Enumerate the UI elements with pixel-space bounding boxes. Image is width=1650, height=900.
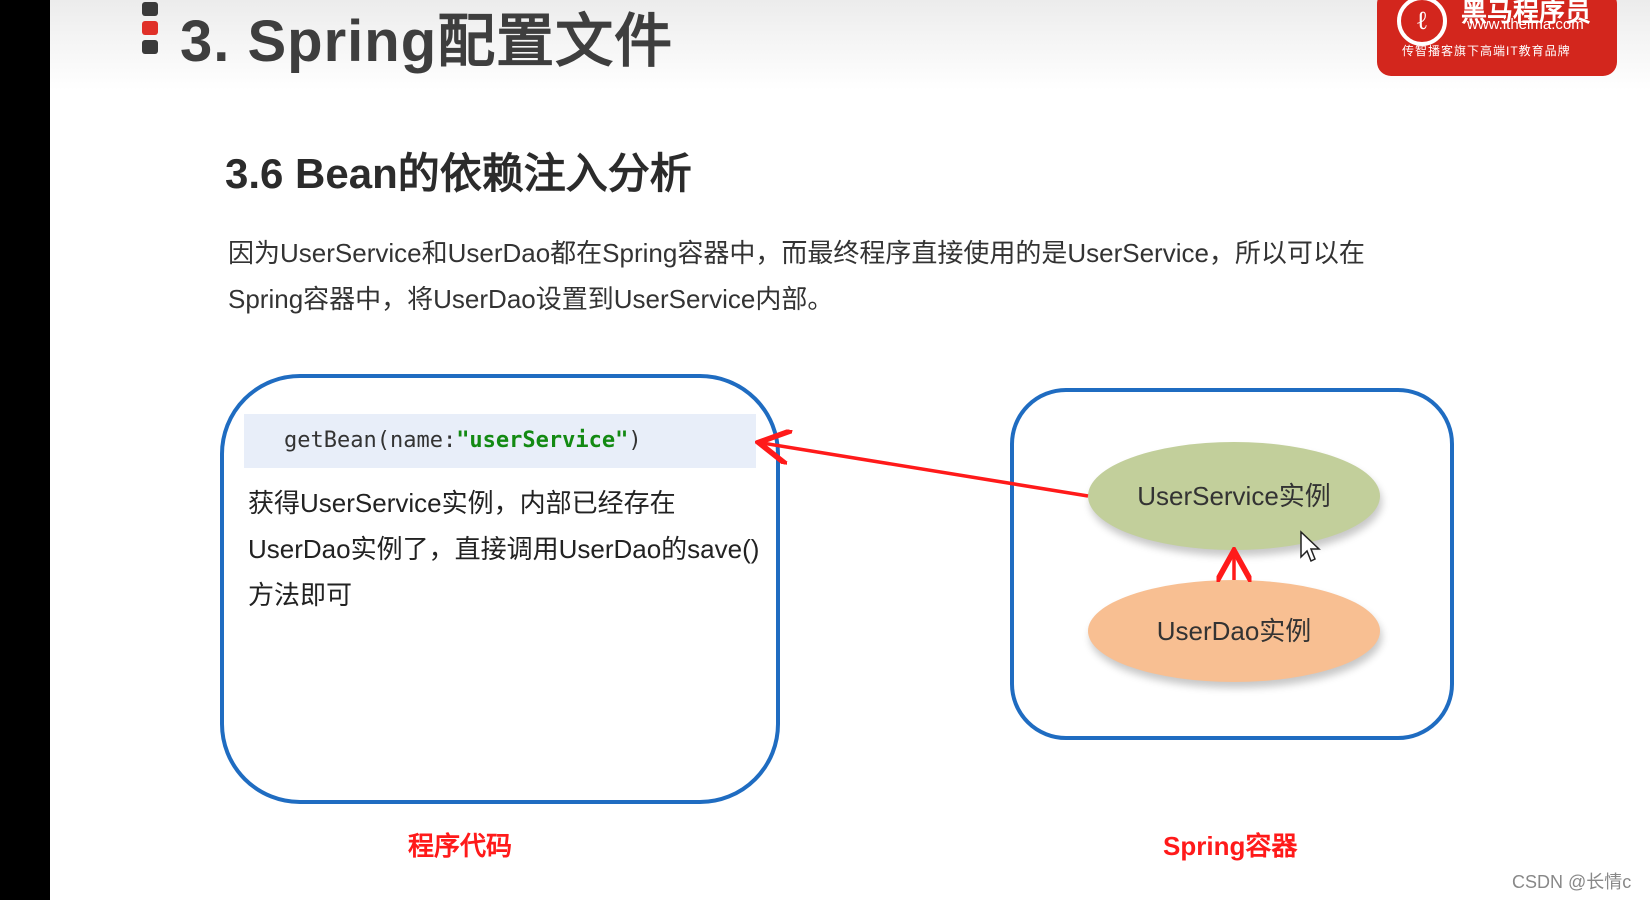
bullet-block bbox=[142, 40, 158, 54]
bullet-block bbox=[142, 2, 158, 16]
userdao-instance-node: UserDao实例 bbox=[1088, 580, 1380, 682]
code-string: "userService" bbox=[456, 428, 629, 453]
program-code-box bbox=[220, 374, 780, 804]
section-paragraph: 因为UserService和UserDao都在Spring容器中，而最终程序直接… bbox=[228, 238, 1365, 314]
code-snippet: getBean(name:"userService") bbox=[244, 414, 756, 468]
csdn-watermark: CSDN @长情c bbox=[1512, 872, 1632, 892]
brand-logo: ℓ 黑马程序员 www.itheima.com 传智播客旗下高端IT教育品牌 bbox=[1377, 0, 1617, 76]
program-description: 获得UserService实例，内部已经存在UserDao实例了，直接调用Use… bbox=[248, 488, 760, 610]
title-bullet-icon bbox=[142, 2, 158, 59]
spring-container-box bbox=[1010, 388, 1454, 740]
program-code-caption: 程序代码 bbox=[408, 831, 513, 861]
code-suffix: ) bbox=[628, 428, 642, 453]
userservice-instance-node: UserService实例 bbox=[1088, 442, 1380, 550]
logo-emblem-icon: ℓ bbox=[1397, 0, 1447, 46]
spring-container-caption: Spring容器 bbox=[1163, 831, 1298, 861]
logo-slogan: 传智播客旗下高端IT教育品牌 bbox=[1402, 44, 1571, 58]
slide-title: 3. Spring配置文件 bbox=[180, 9, 674, 74]
code-prefix: getBean(name: bbox=[284, 428, 457, 453]
logo-name: 黑马程序员 bbox=[1461, 0, 1592, 27]
section-subtitle: 3.6 Bean的依赖注入分析 bbox=[225, 150, 692, 197]
bullet-block bbox=[142, 21, 158, 35]
logo-url: www.itheima.com bbox=[1467, 16, 1584, 33]
